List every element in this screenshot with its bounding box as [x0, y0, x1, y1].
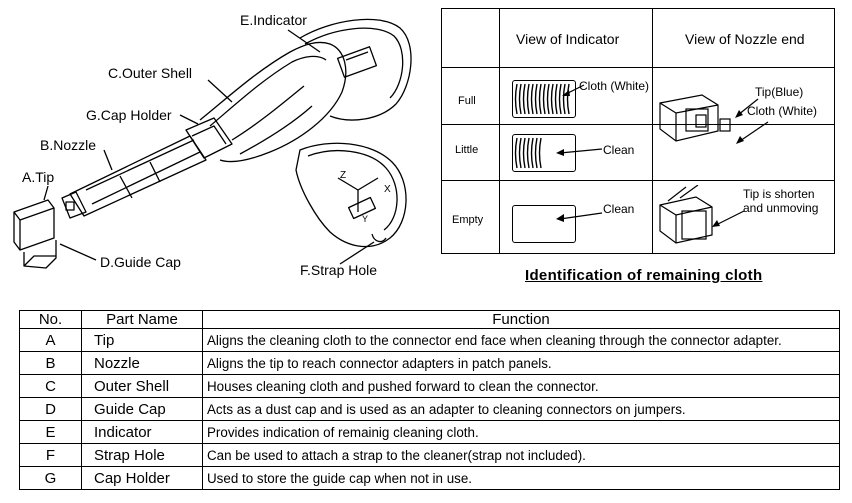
header-function: Function [202, 310, 840, 329]
part-function: Provides indication of remainig cleaning… [202, 420, 840, 444]
parts-table: No. Part Name Function A Tip Aligns the … [19, 310, 840, 490]
strap-hole [371, 233, 387, 243]
arrow-nozzle-cloth-icon [736, 121, 769, 144]
part-no: D [19, 397, 82, 421]
indicator-note-empty: Clean [603, 202, 635, 216]
lower-reel [295, 142, 407, 248]
table-row: B Nozzle Aligns the tip to reach connect… [19, 351, 840, 375]
nozzle-full-icon [659, 94, 731, 142]
part-function: Aligns the tip to reach connector adapte… [202, 351, 840, 375]
row-label-empty: Empty [452, 214, 484, 226]
part-name: Nozzle [81, 351, 203, 375]
upper-reel [299, 18, 412, 121]
part-no: G [19, 466, 82, 490]
arrow-little-icon [556, 148, 603, 156]
part-name: Tip [81, 328, 203, 352]
cleaner-diagram: Z X Y [13, 18, 412, 269]
nozzle-note-empty-1: Tip is shorten [743, 187, 815, 201]
svg-text:X: X [384, 184, 391, 195]
table-row: G Cap Holder Used to store the guide cap… [19, 466, 840, 490]
arrow-nozzle-tip-icon [735, 98, 759, 118]
indicator-empty [512, 205, 576, 243]
table-row: A Tip Aligns the cleaning cloth to the c… [19, 328, 840, 352]
part-no: F [19, 443, 82, 467]
cloth-full-icon [514, 83, 570, 115]
indicator-note-little: Clean [603, 143, 635, 157]
part-no: E [19, 420, 82, 444]
arrow-empty-icon [556, 212, 603, 222]
label-indicator: E.Indicator [240, 12, 307, 28]
cloth-little-icon [514, 137, 542, 169]
table-row: F Strap Hole Can be used to attach a str… [19, 443, 840, 467]
cap-holder [185, 117, 233, 159]
nozzle-note-tip: Tip(Blue) [755, 85, 804, 99]
identification-title: Identification of remaining cloth [525, 267, 763, 284]
row-label-full: Full [458, 95, 476, 107]
part-name: Strap Hole [81, 443, 203, 467]
label-nozzle: B.Nozzle [40, 137, 97, 153]
nozzle-note-cloth: Cloth (White) [747, 104, 818, 118]
label-strap-hole: F.Strap Hole [300, 262, 378, 278]
tip [61, 191, 87, 219]
header-nozzle-view: View of Nozzle end [685, 31, 805, 47]
part-name: Indicator [81, 420, 203, 444]
label-outer-shell: C.Outer Shell [108, 65, 193, 81]
nozzle [69, 135, 207, 217]
indicator-note-full: Cloth (White) [579, 79, 650, 93]
indicator-window [336, 46, 378, 78]
part-function: Can be used to attach a strap to the cle… [202, 443, 840, 467]
header-part-name: Part Name [81, 310, 203, 329]
header-no: No. [19, 310, 82, 329]
svg-text:Z: Z [340, 170, 346, 181]
header-indicator-view: View of Indicator [516, 31, 620, 47]
part-name: Outer Shell [81, 374, 203, 398]
arrow-full-icon [562, 84, 585, 96]
svg-text:Y: Y [362, 214, 368, 224]
part-function: Aligns the cleaning cloth to the connect… [202, 328, 840, 352]
indicator-full [512, 80, 576, 118]
part-function: Acts as a dust cap and is used as an ada… [202, 397, 840, 421]
part-function: Houses cleaning cloth and pushed forward… [202, 374, 840, 398]
parts-header-row: No. Part Name Function [19, 310, 840, 329]
part-no: A [19, 328, 82, 352]
outer-shell [199, 41, 347, 163]
part-function: Used to store the guide cap when not in … [202, 466, 840, 490]
table-row: C Outer Shell Houses cleaning cloth and … [19, 374, 840, 398]
guide-cap [13, 199, 55, 251]
arrow-nozzle-empty-icon [712, 210, 745, 227]
row-label-little: Little [455, 144, 479, 156]
nozzle-note-empty-2: and unmoving [743, 201, 819, 215]
part-no: B [19, 351, 82, 375]
nozzle-empty-icon [659, 185, 713, 244]
part-no: C [19, 374, 82, 398]
part-name: Cap Holder [81, 466, 203, 490]
label-tip: A.Tip [22, 169, 55, 185]
table-row: E Indicator Provides indication of remai… [19, 420, 840, 444]
identification-table: View of Indicator View of Nozzle end Ful… [441, 8, 835, 254]
label-guide-cap: D.Guide Cap [100, 254, 181, 270]
label-cap-holder: G.Cap Holder [86, 107, 172, 123]
part-name: Guide Cap [81, 397, 203, 421]
table-row: D Guide Cap Acts as a dust cap and is us… [19, 397, 840, 421]
